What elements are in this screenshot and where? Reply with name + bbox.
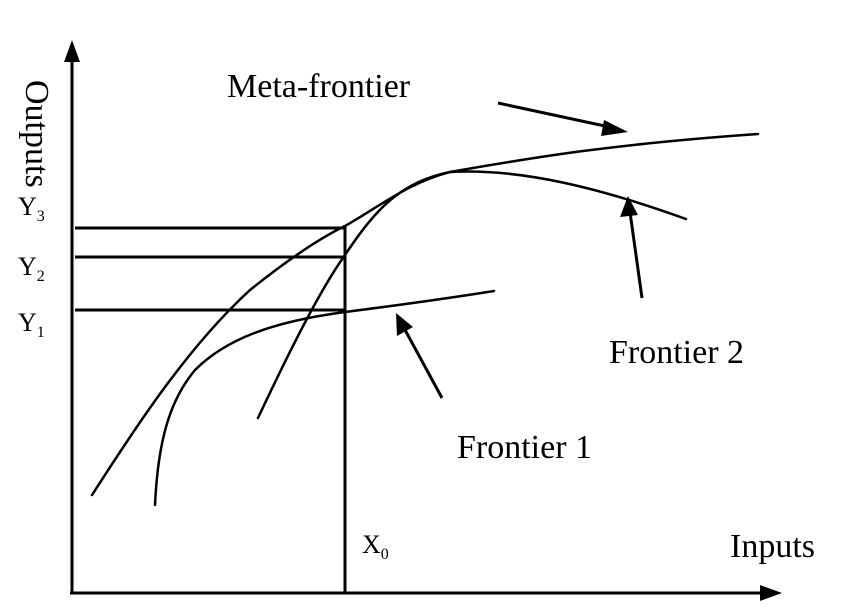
y2-label: Y2	[18, 252, 45, 285]
frontier-2-arrowhead	[620, 196, 638, 217]
x-axis-arrowhead	[760, 585, 782, 601]
frontier-1-label: Frontier 1	[457, 429, 592, 466]
frontier-1-arrow	[402, 327, 444, 399]
y-axis-label: Outputs	[18, 80, 55, 188]
meta-frontier-arrow	[497, 101, 616, 132]
x-axis-label: Inputs	[730, 528, 815, 565]
y1-label: Y1	[18, 308, 45, 341]
meta-frontier-curve	[90, 132, 760, 497]
frontier-2-label: Frontier 2	[609, 334, 744, 371]
frontier-1-curve	[153, 289, 496, 507]
y-axis-arrowhead	[64, 40, 80, 62]
meta-frontier-arrowhead	[601, 120, 628, 136]
y3-label: Y3	[18, 192, 45, 225]
frontier-2-arrow	[628, 211, 644, 299]
frontier-1-arrowhead	[396, 313, 413, 336]
x0-label: X0	[362, 530, 389, 563]
meta-frontier-label: Meta-frontier	[227, 68, 411, 105]
frontier-2-curve	[256, 170, 688, 420]
